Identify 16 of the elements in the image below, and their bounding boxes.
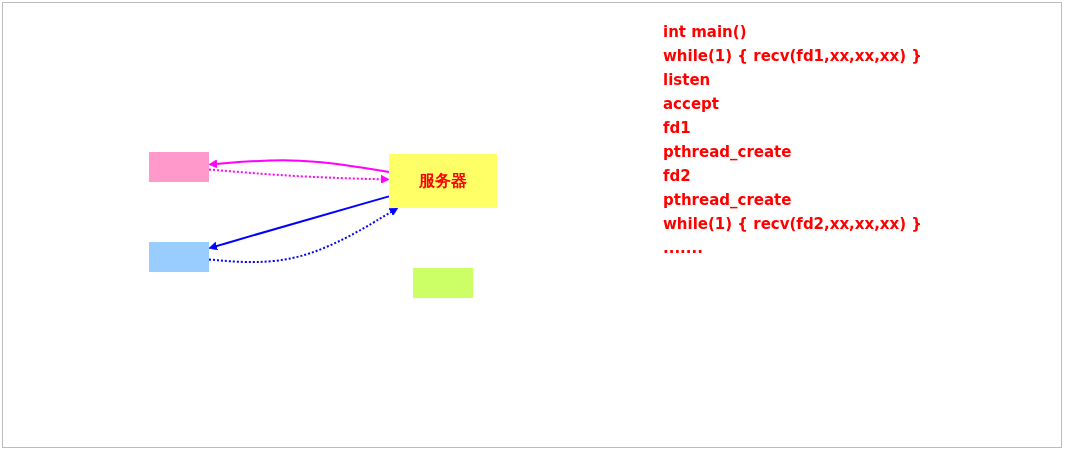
node-box bbox=[413, 268, 473, 298]
node-box: 服务器 bbox=[389, 154, 497, 208]
code-text: while(1) { recv(fd2,xx,xx,xx) } bbox=[663, 215, 922, 233]
node-box bbox=[149, 152, 209, 182]
node-box bbox=[149, 242, 209, 272]
code-text: int main() bbox=[663, 23, 747, 41]
code-text: fd1 bbox=[663, 119, 691, 137]
arrow bbox=[208, 159, 390, 173]
code-text: listen bbox=[663, 71, 711, 89]
code-text: while(1) { recv(fd1,xx,xx,xx) } bbox=[663, 47, 922, 65]
code-text: ....... bbox=[663, 239, 703, 257]
code-text: accept bbox=[663, 95, 719, 113]
code-text: fd2 bbox=[663, 167, 691, 185]
code-text: pthread_create bbox=[663, 191, 792, 209]
code-text: pthread_create bbox=[663, 143, 792, 161]
arrow bbox=[208, 195, 390, 251]
